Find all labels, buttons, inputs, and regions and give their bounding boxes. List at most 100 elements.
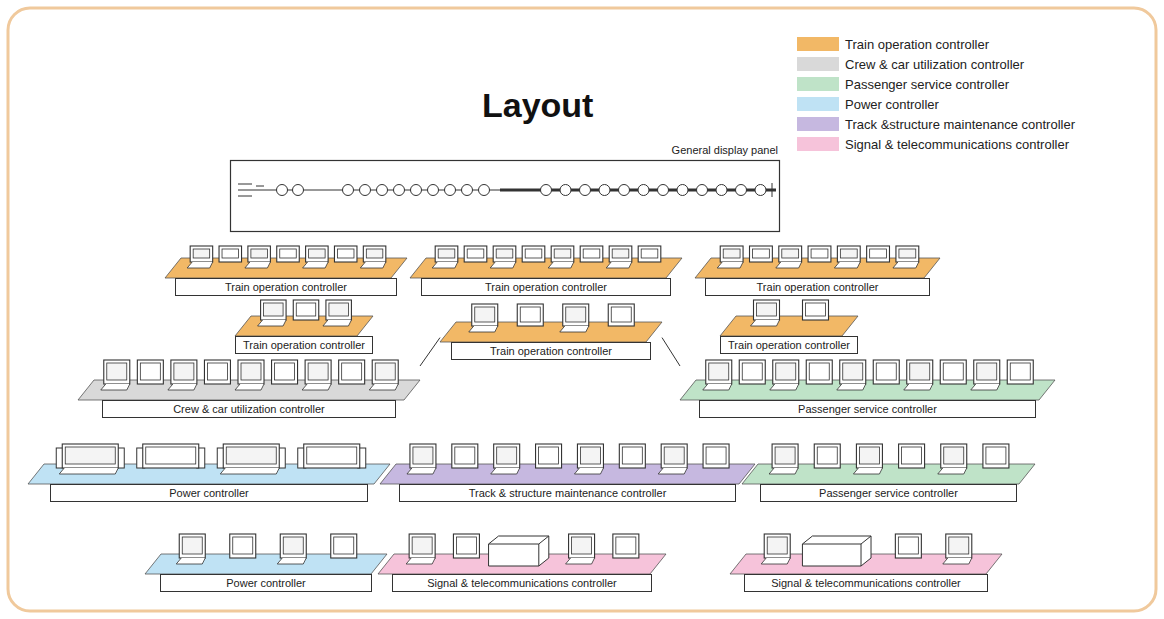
monitor-screen [986, 447, 1006, 464]
keyboard [560, 326, 589, 332]
monitor [452, 444, 478, 468]
station-circle [445, 185, 456, 196]
monitor-screen [742, 363, 762, 380]
desk-label: Signal & telecommunications controller [744, 574, 989, 592]
keyboard [220, 468, 279, 474]
station-circle [599, 185, 610, 196]
desk-label: Train operation controller [451, 342, 651, 360]
keyboard [769, 468, 798, 474]
monitor-screen [275, 363, 295, 380]
legend-row: Track &structure maintenance controller [797, 114, 1075, 134]
monitor-screen [840, 249, 857, 258]
legend-row: Power controller [797, 94, 1075, 114]
monitor-screen [706, 447, 726, 464]
monitor [754, 300, 780, 320]
monitor-screen [329, 303, 348, 316]
monitor [326, 300, 351, 320]
monitor [609, 246, 632, 262]
desk-label: Train operation controller [421, 278, 671, 296]
monitor [896, 246, 919, 262]
legend-swatch [797, 57, 839, 71]
monitor [293, 300, 318, 320]
legend-row: Train operation controller [797, 34, 1075, 54]
monitor [536, 444, 562, 468]
monitor-screen [977, 363, 997, 380]
monitor-screen [337, 249, 354, 258]
monitor-screen [611, 307, 631, 322]
keyboard [776, 262, 802, 268]
legend: Train operation controllerCrew & car uti… [797, 34, 1075, 154]
monitor [277, 246, 300, 262]
track-end [772, 183, 773, 197]
monitor [899, 444, 925, 468]
monitor-screen [566, 307, 586, 322]
monitor [204, 360, 230, 384]
desk-surface [720, 316, 858, 336]
monitor-screen [943, 363, 963, 380]
panel-label: General display panel [672, 144, 778, 156]
monitor-screen [174, 363, 194, 380]
keyboard [406, 558, 435, 564]
station-circle [736, 185, 747, 196]
monitor-screen [251, 249, 268, 258]
monitor-screen [902, 447, 922, 464]
legend-swatch [797, 97, 839, 111]
equipment-box [802, 536, 871, 566]
monitor [238, 360, 264, 384]
keyboard [606, 262, 632, 268]
station-circle [658, 185, 669, 196]
monitor [703, 444, 729, 468]
keyboard [893, 262, 919, 268]
monitor [517, 304, 543, 326]
monitor [261, 300, 286, 320]
monitor [907, 360, 933, 384]
monitor-screen [182, 537, 202, 554]
monitor [739, 360, 765, 384]
monitor [706, 360, 732, 384]
monitor-screen [309, 249, 326, 258]
monitor [613, 534, 639, 558]
monitor [522, 246, 545, 262]
keyboard [101, 384, 130, 390]
monitor [941, 444, 967, 468]
keyboard [176, 558, 205, 564]
monitor [305, 360, 331, 384]
legend-text: Signal & telecommunications controller [845, 137, 1069, 152]
monitor-screen [65, 447, 115, 464]
keyboard [303, 262, 329, 268]
station-circle [293, 185, 304, 196]
station-circle [462, 185, 473, 196]
station-circle [580, 185, 591, 196]
desk-drawing [230, 160, 780, 232]
desk-label: Train operation controller [705, 278, 930, 296]
legend-row: Passenger service controller [797, 74, 1075, 94]
monitor-screen [753, 249, 770, 258]
keyboard [853, 468, 882, 474]
monitor-screen [539, 447, 559, 464]
keyboard [751, 320, 780, 326]
monitor [808, 246, 831, 262]
keyboard [971, 384, 1000, 390]
monitor [219, 246, 242, 262]
control-desk: Signal & telecommunications controller [730, 500, 1002, 592]
legend-swatch [797, 117, 839, 131]
equipment-box [489, 536, 549, 566]
control-desk: Power controller [145, 500, 387, 592]
keyboard [258, 320, 286, 326]
keyboard [302, 384, 331, 390]
monitor-screen [107, 363, 127, 380]
monitor-screen [375, 363, 395, 380]
monitor-screen [222, 249, 239, 258]
monitor-screen [843, 363, 863, 380]
monitor [803, 300, 829, 320]
display-panel: General display panel [230, 160, 780, 232]
control-desk: Track & structure maintenance controller [380, 426, 755, 502]
monitor [750, 246, 773, 262]
station-circle [394, 185, 405, 196]
station-circle [479, 185, 490, 196]
monitor [840, 360, 866, 384]
control-desk: Train operation controller [720, 300, 858, 354]
monitor [638, 246, 661, 262]
desk-label: Power controller [50, 484, 369, 502]
legend-swatch [797, 77, 839, 91]
